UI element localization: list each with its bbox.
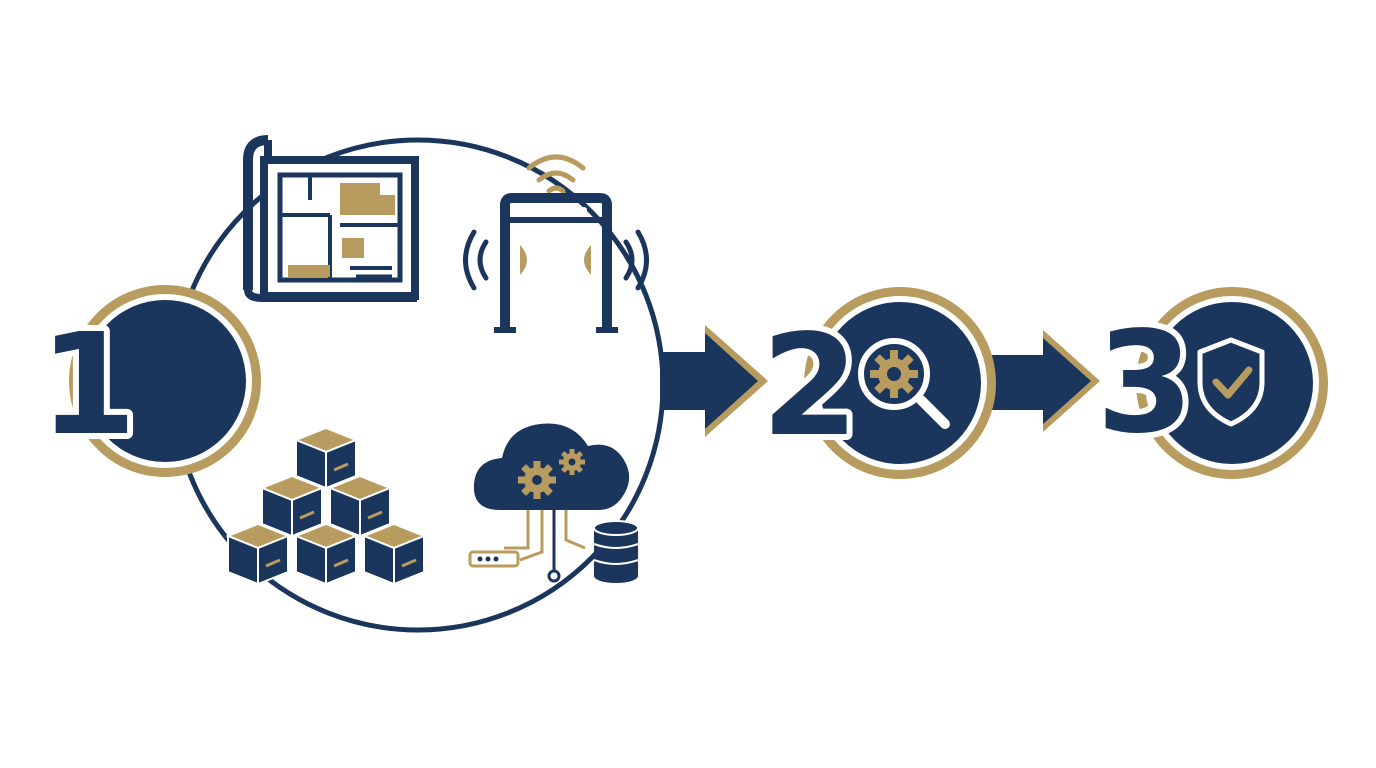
cloud-gears-database-icon <box>468 423 639 583</box>
box <box>293 522 359 586</box>
box <box>225 522 291 586</box>
box <box>327 474 393 538</box>
database-icon <box>593 520 639 583</box>
step-2-badge: 2 <box>755 287 996 479</box>
gear-icon <box>518 461 556 499</box>
gear-icon <box>559 449 585 475</box>
step-3-badge: 3 <box>1090 287 1328 479</box>
security-scanner-gate-icon <box>463 154 649 333</box>
floor-plan-blueprint-icon <box>243 135 419 302</box>
arrow-2-to-3 <box>990 330 1100 432</box>
step-1-number: 1 <box>39 304 136 467</box>
box <box>259 474 325 538</box>
gear-magnifier-icon <box>858 338 950 429</box>
arrow-1-to-2 <box>660 325 768 437</box>
step-3-number: 3 <box>1096 302 1193 465</box>
step-1-badge: 1 <box>33 285 261 477</box>
box <box>293 426 359 490</box>
stacked-boxes-icon <box>225 426 427 586</box>
shield-check-icon <box>1197 337 1265 427</box>
step-2-number: 2 <box>761 305 858 468</box>
box <box>361 522 427 586</box>
